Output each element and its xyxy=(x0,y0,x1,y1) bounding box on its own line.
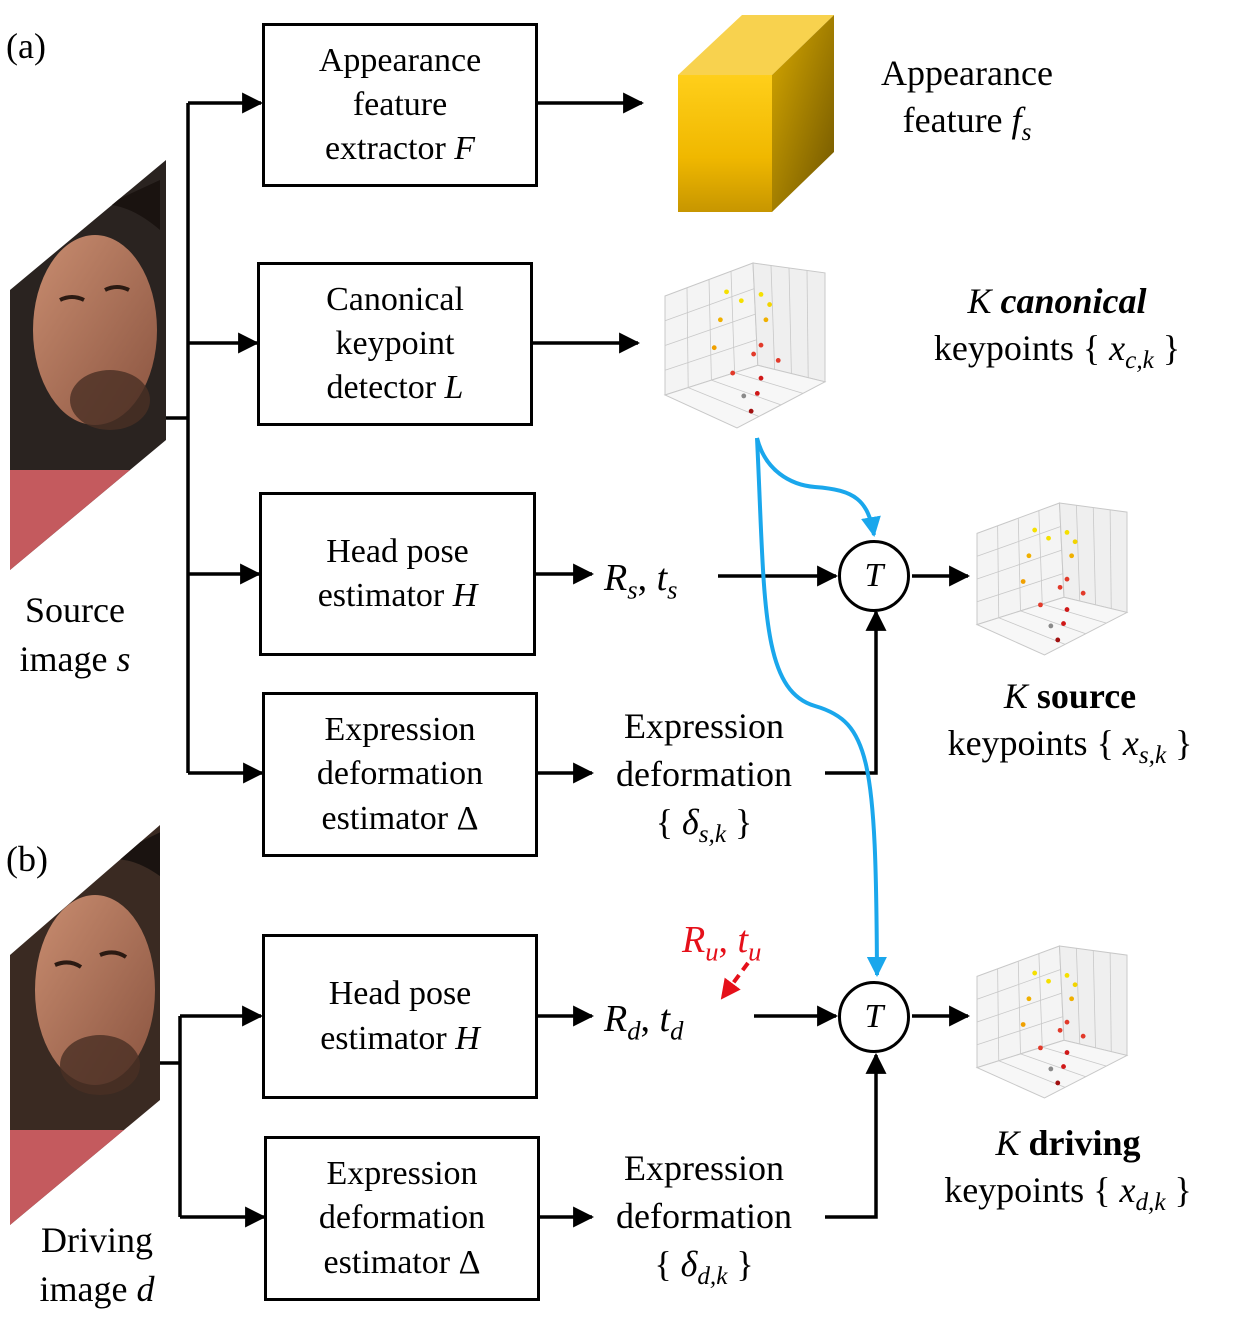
appearance-feature-label: Appearance feature fs xyxy=(881,53,1053,146)
head-pose-estimator-driving-box: Head pose estimator H xyxy=(262,934,538,1099)
red-dashed-arrow xyxy=(720,961,750,1000)
pose-user-label: Ru, tu xyxy=(682,919,762,967)
appearance-feature-cube xyxy=(678,15,834,212)
pose-driving-label: Rd, td xyxy=(604,998,684,1046)
canonical-keypoints-label: K canonical keypoints { xc,k } xyxy=(933,281,1181,374)
appearance-feature-extractor-box: Appearance feature extractor F xyxy=(262,23,538,187)
transform-node-source: T xyxy=(838,540,910,612)
expression-estimator-driving-box: Expression deformation estimator Δ xyxy=(264,1136,540,1301)
panel-b-label: (b) xyxy=(6,839,48,879)
driving-image-label: Driving image d xyxy=(39,1220,155,1309)
panel-a-label: (a) xyxy=(6,26,46,66)
driving-keypoints-label: K driving keypoints { xd,k } xyxy=(944,1123,1192,1216)
expression-deformation-source-label: Expression deformation { δs,k } xyxy=(616,706,792,848)
source-image-label: Source image s xyxy=(19,590,131,679)
blue-arrows xyxy=(755,437,887,977)
canonical-keypoint-detector-box: Canonical keypoint detector L xyxy=(257,262,533,426)
driving-face-image xyxy=(10,825,160,1225)
expression-deformation-driving-label: Expression deformation { δd,k } xyxy=(616,1148,792,1290)
source-branch-lines xyxy=(166,92,265,784)
output-arrows xyxy=(533,92,971,1228)
driving-keypoints-plot xyxy=(975,945,1129,1099)
head-pose-estimator-source-box: Head pose estimator H xyxy=(259,492,536,656)
source-face-image xyxy=(10,160,166,570)
canonical-keypoints-plot xyxy=(663,262,827,429)
driving-branch-lines xyxy=(160,1005,267,1228)
transform-node-driving: T xyxy=(838,981,910,1053)
source-keypoints-plot xyxy=(975,502,1129,656)
pose-source-label: Rs, ts xyxy=(604,557,678,605)
source-keypoints-label: K source keypoints { xs,k } xyxy=(947,676,1193,769)
expression-estimator-source-box: Expression deformation estimator Δ xyxy=(262,692,538,857)
